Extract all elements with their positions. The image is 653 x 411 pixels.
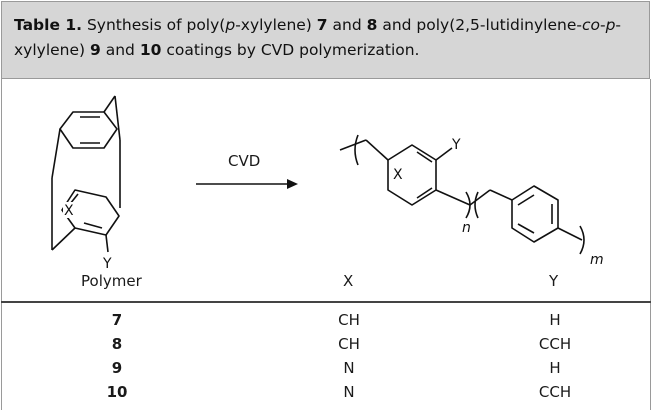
cell-polymer: 9 bbox=[111, 359, 123, 377]
table-row: 8 CH CCH bbox=[0, 335, 653, 359]
cell-y: CCH bbox=[538, 335, 572, 353]
table-caption: Table 1. Synthesis of poly(p-xylylene) 7… bbox=[14, 13, 642, 63]
column-header-polymer: Polymer bbox=[81, 272, 142, 290]
cvd-label: CVD bbox=[228, 152, 261, 170]
caption-compound-number: 7 bbox=[316, 16, 328, 34]
cell-y: H bbox=[549, 311, 561, 329]
table-row: 10 N CCH bbox=[0, 383, 653, 407]
caption-text: coatings by CVD polymerization. bbox=[161, 41, 420, 59]
subscript-n: n bbox=[462, 220, 471, 236]
cell-y: H bbox=[549, 359, 561, 377]
polymer-atom-x: X bbox=[393, 167, 403, 183]
caption-text: - bbox=[599, 16, 606, 34]
header-rule bbox=[1, 301, 651, 303]
caption-compound-number: 9 bbox=[90, 41, 101, 59]
table-frame-right bbox=[650, 79, 651, 410]
cell-x: N bbox=[343, 383, 355, 401]
caption-italic: p bbox=[605, 16, 616, 34]
cell-polymer: 8 bbox=[111, 335, 123, 353]
polymer-benzene-ring bbox=[511, 185, 559, 243]
polymer-atom-y: Y bbox=[451, 137, 461, 153]
bracket-left-n bbox=[354, 134, 359, 166]
caption-text: -xylylene) bbox=[235, 16, 317, 34]
caption-text: -xylylene) bbox=[14, 16, 622, 59]
monomer-atom-x: X bbox=[64, 203, 74, 219]
cell-y: CCH bbox=[538, 383, 572, 401]
caption-italic: co bbox=[581, 16, 600, 34]
bracket-right-n bbox=[465, 191, 471, 219]
cell-x: CH bbox=[338, 335, 360, 353]
caption-compound-number: 10 bbox=[139, 41, 162, 59]
table-row: 7 CH H bbox=[0, 311, 653, 335]
bracket-left-m bbox=[474, 191, 479, 219]
column-header-x: X bbox=[343, 272, 354, 290]
caption-italic: p bbox=[225, 16, 236, 34]
paracyclophane-monomer-structure bbox=[51, 95, 121, 253]
monomer-atom-y: Y bbox=[102, 256, 112, 272]
caption-text: and poly(2,5-lutidinylene- bbox=[377, 16, 582, 34]
subscript-m: m bbox=[590, 252, 604, 268]
polymer-structure bbox=[339, 134, 585, 255]
caption-text: Synthesis of poly( bbox=[82, 16, 226, 34]
caption-text: and bbox=[100, 41, 140, 59]
cell-x: CH bbox=[338, 311, 360, 329]
cvd-reaction-arrow bbox=[196, 179, 298, 189]
column-header-y: Y bbox=[549, 272, 559, 290]
table-frame-left bbox=[1, 79, 2, 410]
cell-polymer: 10 bbox=[106, 383, 128, 401]
caption-compound-number: 8 bbox=[366, 16, 378, 34]
cell-polymer: 7 bbox=[111, 311, 123, 329]
caption-box: Table 1. Synthesis of poly(p-xylylene) 7… bbox=[1, 1, 650, 79]
table-row: 9 N H bbox=[0, 359, 653, 383]
bracket-right-m bbox=[579, 225, 585, 255]
reaction-scheme: X Y X Y n m bbox=[51, 95, 604, 272]
cell-x: N bbox=[343, 359, 355, 377]
caption-table-label: Table 1. bbox=[14, 16, 83, 34]
caption-text: and bbox=[327, 16, 367, 34]
